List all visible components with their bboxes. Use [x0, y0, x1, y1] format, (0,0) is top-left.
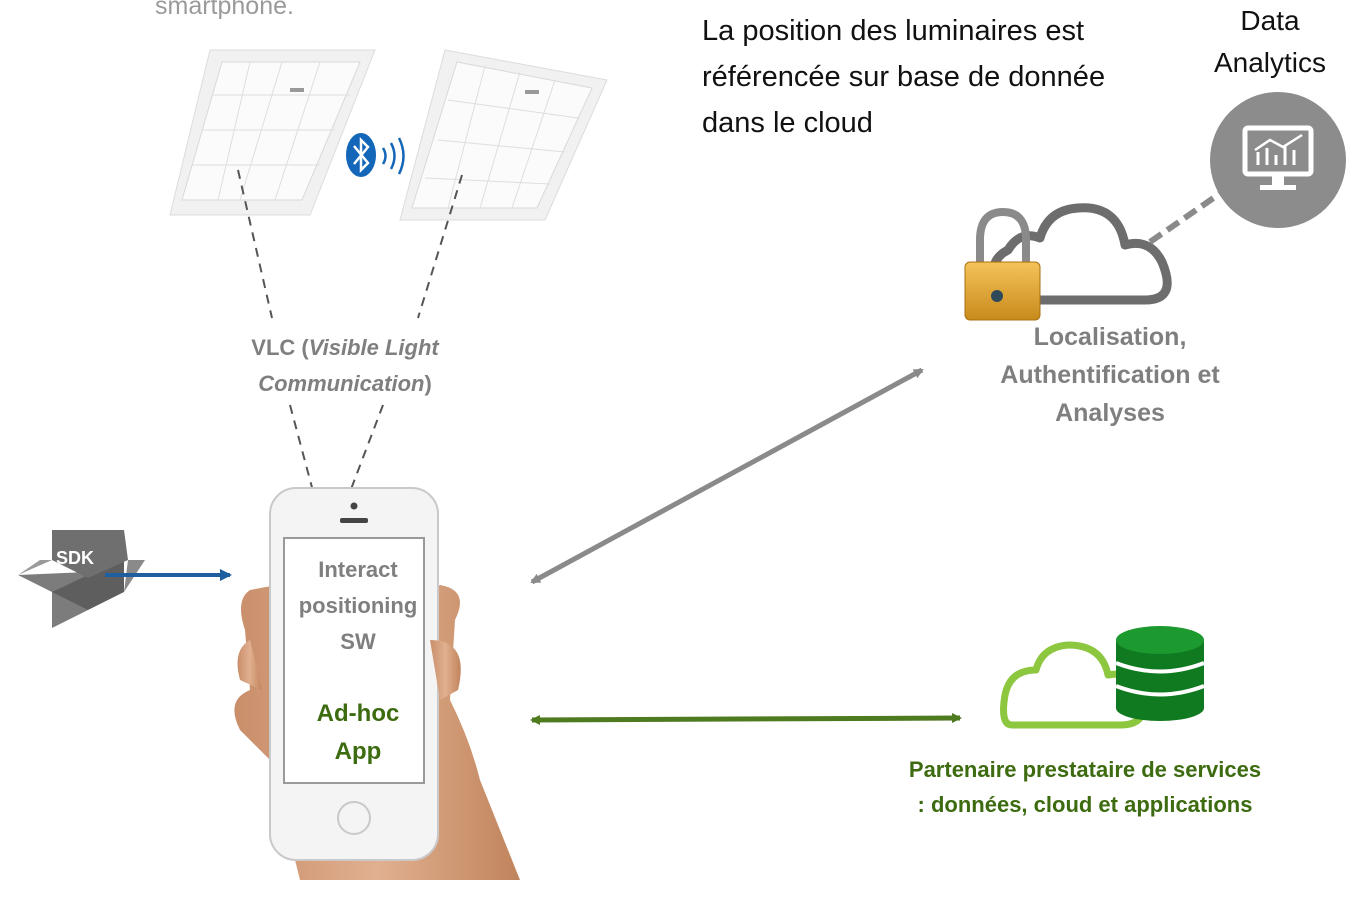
vlc-rays	[237, 169, 463, 512]
cloud-services-label: Localisation, Authentification et Analys…	[1000, 323, 1220, 427]
luminaire-right	[399, 49, 608, 221]
vlc-label-suffix: )	[424, 371, 432, 396]
cloud-database-note: La position des luminaires est référencé…	[702, 15, 1106, 139]
database-icon	[1115, 626, 1205, 721]
partner-phone-arrow	[530, 713, 962, 725]
top-caption: smartphone.	[155, 0, 294, 20]
cloud-phone-arrow	[530, 367, 924, 585]
vlc-label: VLC (Visible Light Communication)	[215, 330, 475, 402]
analytics-monitor-icon	[1210, 92, 1346, 228]
bluetooth-icon	[346, 133, 405, 177]
padlock-icon	[964, 207, 1041, 321]
phone-software-label: Interact positioning SW	[298, 557, 418, 654]
cloud-analytics-link	[1148, 187, 1227, 245]
vlc-label-prefix: VLC (	[251, 335, 309, 360]
phone-app-label: Ad-hoc App	[316, 700, 400, 765]
sdk-label: SDK	[56, 548, 95, 568]
luminaire-left	[169, 49, 376, 216]
vlc-label-italic: Visible Light Communication	[258, 335, 439, 396]
data-analytics-label: Data Analytics	[1213, 5, 1327, 78]
partner-label: Partenaire prestataire de services : don…	[908, 757, 1262, 817]
sdk-box-icon	[18, 530, 145, 628]
smartphone-icon	[234, 487, 520, 880]
